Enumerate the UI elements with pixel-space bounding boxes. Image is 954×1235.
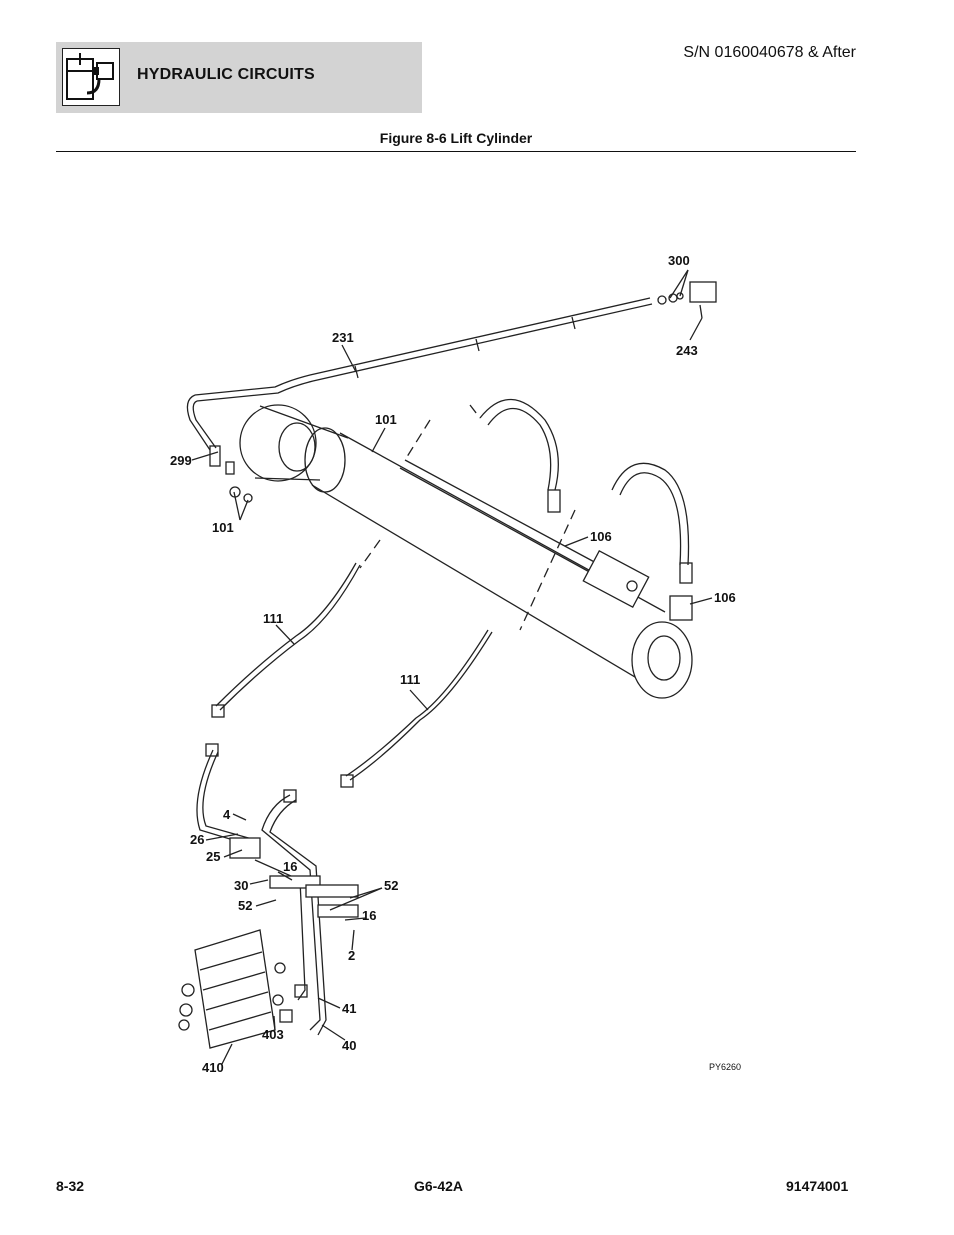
callout-106-upper: 106	[590, 529, 612, 544]
callout-300: 300	[668, 253, 690, 268]
callout-16-upper: 16	[283, 859, 298, 874]
callout-231: 231	[332, 330, 354, 345]
serial-number: S/N 0160040678 & After	[683, 44, 856, 61]
callout-111-right: 111	[400, 672, 421, 687]
callout-30: 30	[234, 878, 249, 893]
callout-299: 299	[170, 453, 192, 468]
callout-4: 4	[223, 807, 231, 822]
callout-52-right: 52	[384, 878, 399, 893]
footer-doc-number: 91474001	[786, 1178, 849, 1194]
callout-40: 40	[342, 1038, 357, 1053]
footer-page-number: 8-32	[56, 1178, 85, 1194]
section-title: HYDRAULIC CIRCUITS	[137, 66, 315, 83]
callout-101-cylinder: 101	[375, 412, 397, 427]
callout-410: 410	[202, 1060, 224, 1075]
callout-106-lower: 106	[714, 590, 736, 605]
figure-title: Figure 8-6 Lift Cylinder	[379, 130, 533, 146]
footer-model: G6-42A	[414, 1178, 464, 1194]
callout-52-left: 52	[238, 898, 253, 913]
callout-101-fitting: 101	[212, 520, 234, 535]
callout-243: 243	[676, 343, 698, 358]
callout-41: 41	[342, 1001, 357, 1016]
callout-26: 26	[190, 832, 205, 847]
drawing-id: PY6260	[709, 1062, 742, 1072]
callout-403: 403	[262, 1027, 284, 1042]
hydraulic-circuit-icon	[62, 48, 120, 106]
callout-2: 2	[348, 948, 356, 963]
callout-16-lower: 16	[362, 908, 377, 923]
callout-25: 25	[206, 849, 221, 864]
header-rule	[56, 151, 856, 152]
callout-111-left: 111	[263, 611, 284, 626]
